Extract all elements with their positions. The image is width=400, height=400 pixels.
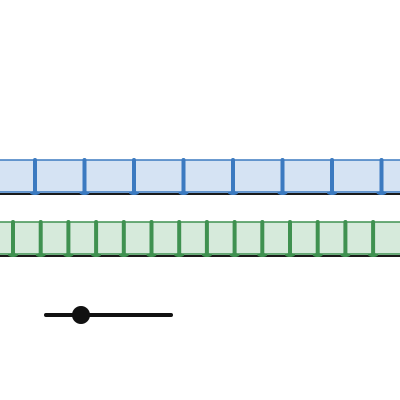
blue-tick-foot	[228, 191, 238, 195]
green-ticks	[8, 220, 379, 257]
blue-tick-foot	[79, 191, 90, 195]
blue-strip	[0, 158, 400, 195]
green-tick-foot	[340, 253, 351, 257]
blue-tick-foot	[178, 191, 189, 195]
green-tick-foot	[118, 253, 129, 257]
blue-tick-foot	[129, 191, 139, 195]
green-band	[0, 221, 400, 255]
green-tick-foot	[63, 253, 74, 257]
blue-tick-foot	[376, 191, 387, 195]
green-tick-foot	[312, 253, 323, 257]
green-tick-foot	[285, 253, 295, 257]
blue-tick-foot	[30, 191, 40, 195]
slider[interactable]	[44, 306, 173, 324]
blue-tick-foot	[277, 191, 288, 195]
green-tick-foot	[146, 253, 157, 257]
green-tick-foot	[8, 253, 18, 257]
green-tick-foot	[174, 253, 185, 257]
green-tick-foot	[91, 253, 102, 257]
blue-band	[0, 159, 400, 193]
green-tick-foot	[201, 253, 212, 257]
slider-handle[interactable]	[72, 306, 90, 324]
blue-tick-foot	[327, 191, 337, 195]
green-tick-foot	[368, 253, 379, 257]
green-strip	[0, 220, 400, 257]
blue-ticks	[30, 158, 387, 195]
green-tick-foot	[229, 253, 240, 257]
green-tick-foot	[35, 253, 46, 257]
green-tick-foot	[257, 253, 268, 257]
